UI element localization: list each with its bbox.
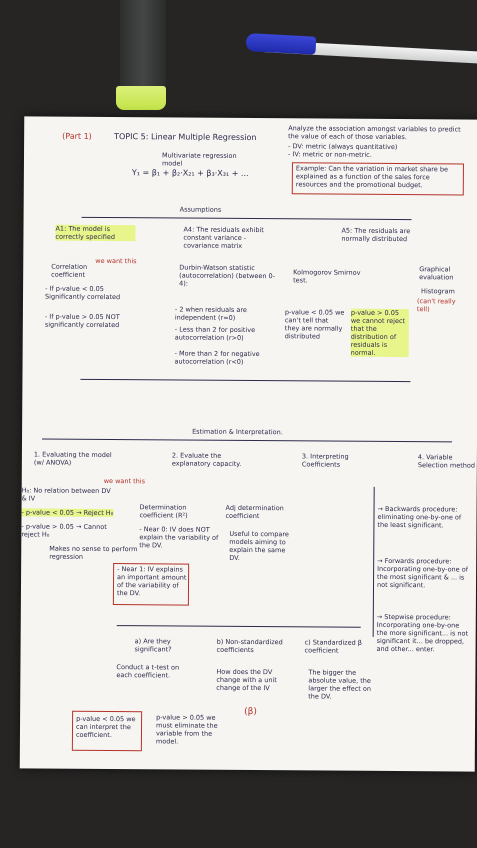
s3-a-low: p-value < 0.05 we can interpret the coef…	[75, 714, 136, 740]
s3-b-text: How does the DV change with a unit chang…	[216, 667, 277, 693]
s2-r2: Determination coefficient (R²)	[139, 503, 188, 520]
s4-backwards: → Backwards procedure: eliminating one-b…	[377, 504, 462, 530]
s1-h0: H₀: No relation between DV & IV	[21, 486, 111, 503]
assumptions-line	[81, 216, 412, 221]
s3-a-text: Conduct a t-test on each coefficient.	[116, 663, 180, 680]
iv-text: - IV: metric or non-metric.	[287, 150, 372, 159]
part-label: (Part 1)	[62, 131, 92, 141]
model-equation: Y₁ = β₁ + β₂·X₂₁ + β₃·X₃₁ + ...	[131, 168, 249, 178]
a5-low: p-value < 0.05 we can't tell that they a…	[284, 308, 345, 341]
s1-note: Makes no sense to perform regression	[49, 544, 138, 561]
s3-title: 3. Interpreting Coefficients	[301, 452, 349, 469]
highlighter-tip	[116, 86, 166, 110]
topic-title: TOPIC 5: Linear Multiple Regression	[114, 132, 257, 143]
s4-vertical-line	[372, 486, 375, 637]
s3-c-text: The bigger the absolute value, the large…	[308, 668, 372, 701]
estimation-connector	[80, 378, 411, 383]
estimation-title: Estimation & Interpretation.	[192, 427, 283, 437]
assumptions-title: Assumptions	[179, 205, 222, 214]
s2-title: 2. Evaluate the explanatory capacity.	[171, 451, 242, 468]
a1-if-low: - If p-value < 0.05 Significantly correl…	[44, 284, 121, 302]
s2-adj: Adj determination coefficient	[225, 503, 284, 521]
aim-text: Analyze the association amongst variable…	[288, 124, 461, 142]
s1-want-note: we want this	[103, 476, 146, 486]
highlighter-body	[120, 0, 166, 90]
s3-line	[116, 625, 361, 628]
a4-title: A4: The residuals exhibit constant varia…	[183, 225, 264, 250]
a1-method: Correlation coefficient	[51, 262, 88, 279]
s3-a-title: a) Are they significant?	[134, 637, 172, 654]
a4-bullet-2: - Less than 2 for positive autocorrelati…	[174, 325, 256, 342]
a5-high: p-value > 0.05 we cannot reject that the…	[350, 308, 409, 358]
a1-if-high: - If p-value > 0.05 NOT significantly co…	[44, 312, 120, 330]
a4-bullet-3: - More than 2 for negative autocorrelati…	[174, 349, 260, 366]
model-label: Multivariate regression model	[161, 151, 237, 168]
estimation-line	[42, 438, 453, 443]
s3-c-title: c) Standardized β coefficient	[304, 638, 362, 655]
s3-a-high: p-value > 0.05 we must eliminate the var…	[155, 713, 218, 746]
a5-graphical: Graphical evaluation	[419, 265, 454, 282]
s3-b-beta: (β)	[244, 706, 257, 718]
s2-adj-use: Useful to compare models aiming to expla…	[229, 529, 289, 562]
a5-test: Kolmogorov Smirnov test.	[293, 268, 361, 285]
s2-r2-near-1: - Near 1: IV explains an important amoun…	[116, 565, 187, 598]
a5-histogram-note: (can't really tell)	[416, 297, 456, 314]
s1-title: 1. Evaluating the model (w/ ANOVA)	[33, 450, 112, 467]
example-text: Example: Can the variation in market sha…	[295, 164, 448, 190]
a1-title: A1: The model is correctly specified	[55, 224, 136, 242]
s1-low: - p-value < 0.05 → Reject H₀	[21, 508, 114, 518]
notes-paper: (Part 1) TOPIC 5: Linear Multiple Regres…	[19, 116, 477, 772]
s3-b-title: b) Non-standardized coefficients	[216, 637, 283, 655]
s4-forwards: → Forwards procedure: Incorporating one-…	[376, 556, 469, 590]
a5-histogram: Histogram	[421, 287, 455, 296]
s1-high: - p-value > 0.05 → Cannot reject H₀	[21, 522, 107, 539]
s4-title: 4. Variable Selection method	[417, 453, 476, 470]
a4-bullet-1: - 2 when residuals are independent (r=0)	[174, 305, 247, 322]
a5-title: A5: The residuals are normally distribut…	[341, 226, 411, 244]
a4-method: Durbin-Watson statistic (autocorrelation…	[179, 263, 276, 288]
s2-r2-near-0: - Near 0: IV does NOT explain the variab…	[139, 525, 219, 550]
a1-want-note: we want this	[95, 256, 137, 266]
s4-stepwise: → Stepwise procedure: Incorporating one-…	[376, 612, 469, 654]
pen-cap	[245, 33, 317, 55]
